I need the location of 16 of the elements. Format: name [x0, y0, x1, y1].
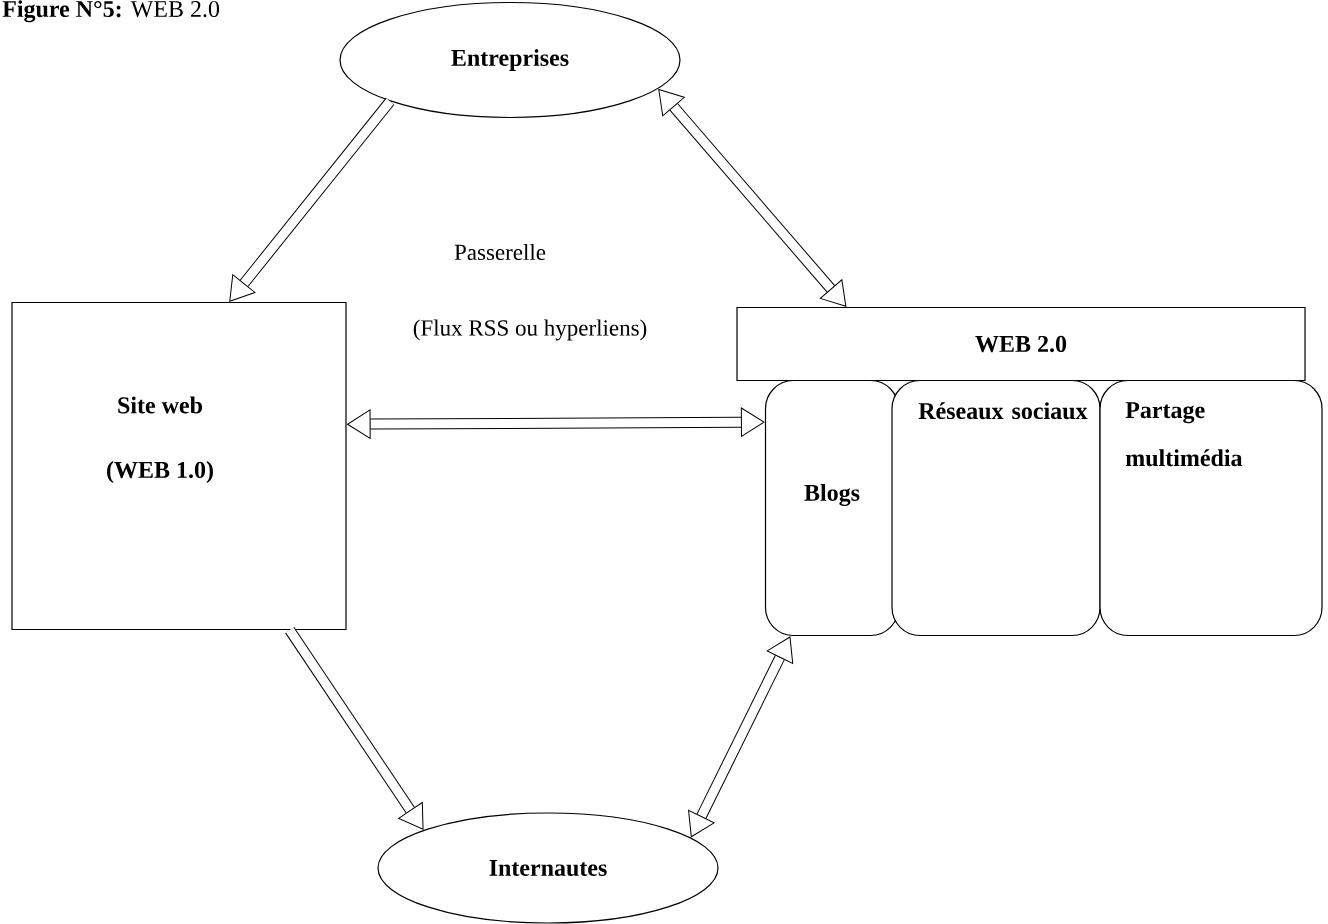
ellipse-node: Internautes	[377, 812, 719, 924]
rounded-box: Partage multimédia	[1099, 379, 1323, 637]
block-arrow	[285, 627, 424, 830]
header-bar: WEB 2.0	[736, 306, 1306, 382]
rounded-box: Réseaux sociaux	[891, 379, 1101, 637]
ellipse-node: Entreprises	[339, 1, 681, 119]
annotation-text: Passerelle	[454, 243, 546, 261]
figure-title: Figure N°5: WEB 2.0	[2, 0, 220, 23]
block-arrow	[688, 636, 794, 838]
annotation-text: (Flux RSS ou hyperliens)	[413, 319, 647, 341]
block-arrow	[229, 97, 395, 302]
process-box: Site web (WEB 1.0)	[11, 301, 347, 631]
node-label: Partage multimédia	[1125, 402, 1243, 467]
block-arrow	[658, 89, 847, 307]
rounded-box: Blogs	[764, 379, 900, 637]
block-arrow	[347, 407, 765, 439]
